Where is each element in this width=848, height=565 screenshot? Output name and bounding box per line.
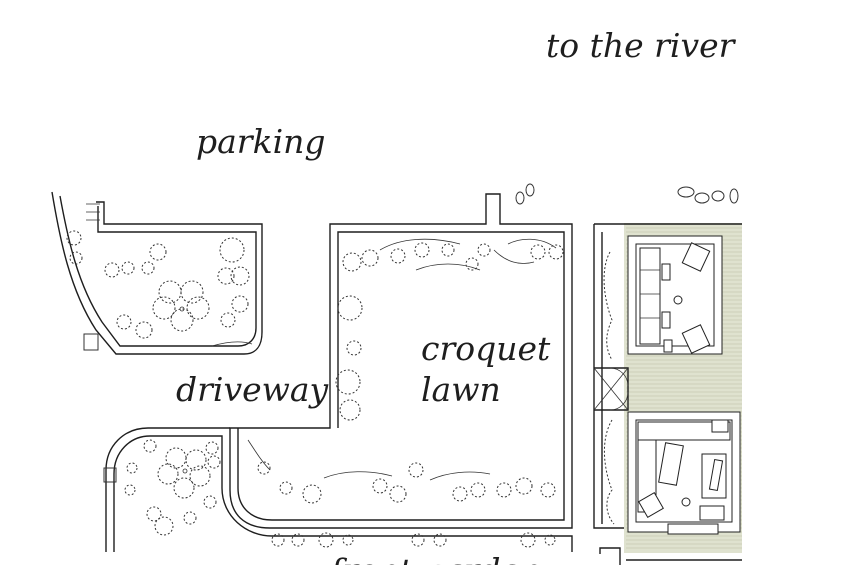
label-driveway: driveway xyxy=(176,370,329,409)
label-parking: parking xyxy=(196,122,326,161)
terrace-structure xyxy=(593,223,742,565)
parking-garden-bed xyxy=(51,191,263,355)
label-front-garden: front garden xyxy=(327,551,541,565)
upper-terrace-room xyxy=(627,235,723,355)
stepping-stones xyxy=(515,183,739,205)
label-croquet: croquet xyxy=(421,329,551,368)
driveway-garden-bed xyxy=(103,427,573,552)
croquet-lawn-enclosure xyxy=(229,193,573,529)
label-to-the-river: to the river xyxy=(546,26,737,65)
lower-terrace-room xyxy=(627,411,741,535)
label-lawn: lawn xyxy=(421,370,501,409)
